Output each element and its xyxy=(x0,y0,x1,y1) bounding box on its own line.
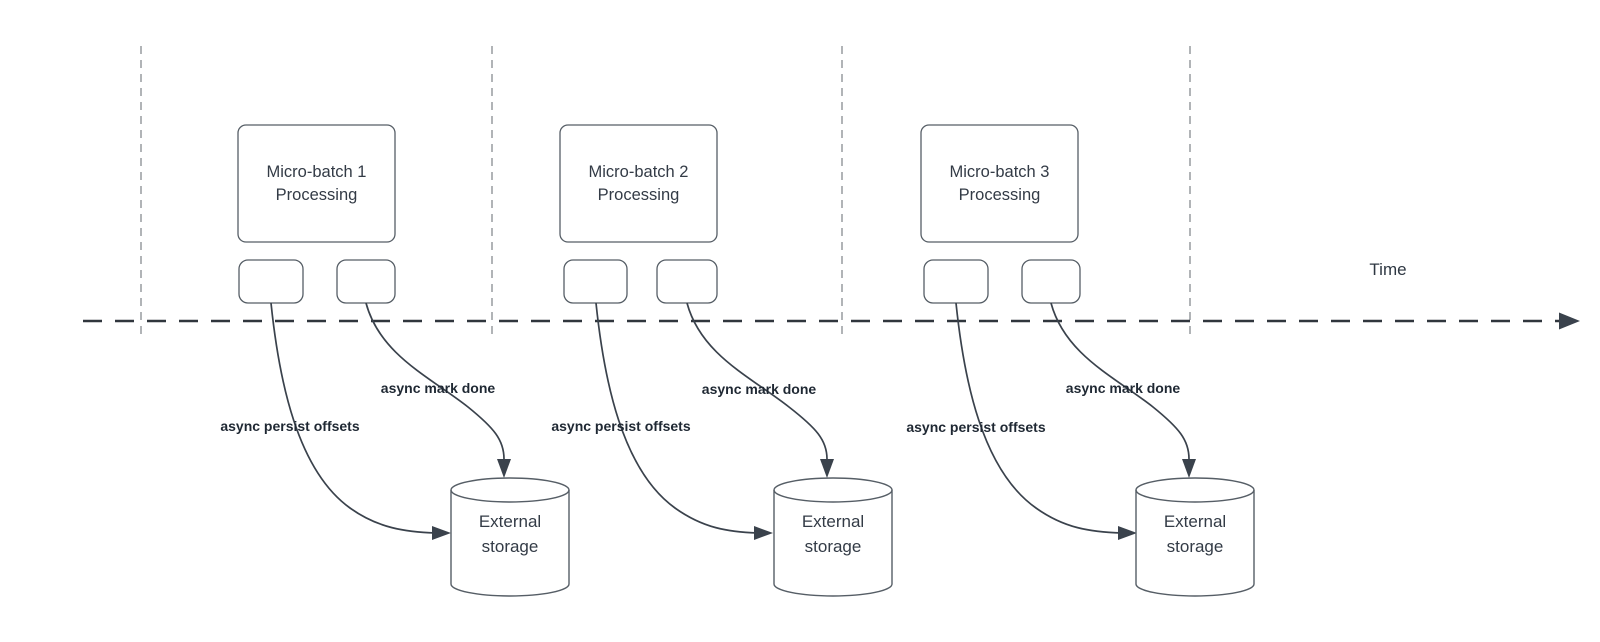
micro-batch-2-box xyxy=(559,124,718,243)
persist-offsets-arrow-1 xyxy=(270,302,437,534)
persist-offsets-label-3: async persist offsets xyxy=(906,419,1046,435)
persist-offsets-arrowhead-2-icon xyxy=(754,526,773,540)
mark-done-label-3: async mark done xyxy=(1065,380,1181,396)
persist-offsets-label-1: async persist offsets xyxy=(220,418,360,434)
external-storage-label-2: External storage xyxy=(801,511,865,557)
persist-offsets-label-2: async persist offsets xyxy=(551,418,691,434)
micro-batch-2-task-box-right xyxy=(656,259,718,304)
external-storage-cylinder-1-lid xyxy=(450,489,570,503)
mark-done-arrow-3 xyxy=(1050,302,1190,460)
persist-offsets-arrowhead-1-icon xyxy=(432,526,451,540)
persist-offsets-arrow-2 xyxy=(595,302,759,534)
persist-offsets-arrow-3 xyxy=(955,302,1123,534)
micro-batch-3-box xyxy=(920,124,1079,243)
external-storage-cylinder-2 xyxy=(773,477,893,597)
mark-done-arrow-2 xyxy=(686,302,828,460)
persist-offsets-arrowhead-3-icon xyxy=(1118,526,1137,540)
mark-done-label-2: async mark done xyxy=(701,381,817,397)
mark-done-label-1: async mark done xyxy=(380,380,496,396)
micro-batch-3-label: Micro-batch 3 Processing xyxy=(949,162,1050,204)
external-storage-cylinder-1 xyxy=(450,477,570,597)
external-storage-cylinder-2-lid xyxy=(773,489,893,503)
external-storage-label-1: External storage xyxy=(478,511,542,557)
micro-batch-1-label: Micro-batch 1 Processing xyxy=(266,162,367,204)
mark-done-arrowhead-3-icon xyxy=(1182,459,1196,478)
micro-batch-2-task-box-left xyxy=(563,259,628,304)
external-storage-cylinder-3 xyxy=(1135,477,1255,597)
time-axis-arrowhead-icon xyxy=(1559,312,1580,330)
mark-done-arrowhead-1-icon xyxy=(497,459,511,478)
micro-batch-1-task-box-right xyxy=(336,259,396,304)
external-storage-cylinder-3-lid xyxy=(1135,489,1255,503)
micro-batch-3-task-box-left xyxy=(923,259,989,304)
mark-done-arrowhead-2-icon xyxy=(820,459,834,478)
micro-batch-1-task-box-left xyxy=(238,259,304,304)
micro-batch-3-task-box-right xyxy=(1021,259,1081,304)
external-storage-label-3: External storage xyxy=(1163,511,1227,557)
micro-batch-1-box xyxy=(237,124,396,243)
mark-done-arrow-1 xyxy=(365,302,505,460)
micro-batch-2-label: Micro-batch 2 Processing xyxy=(588,162,689,204)
time-axis-label: Time xyxy=(1369,260,1407,279)
